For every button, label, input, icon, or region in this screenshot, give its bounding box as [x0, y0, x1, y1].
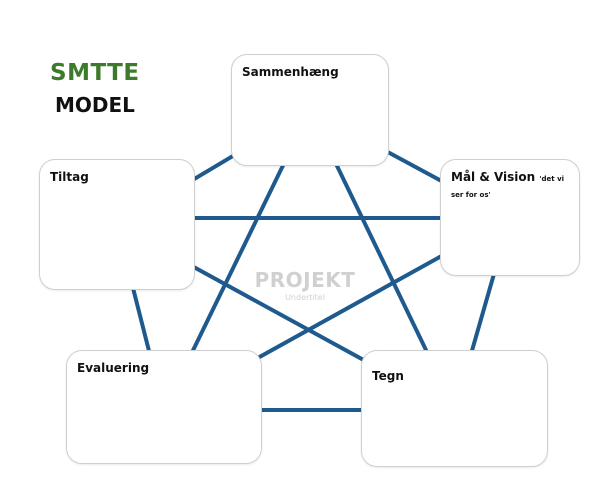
node-tegn[interactable]: Tegn	[361, 350, 548, 467]
node-maal-vision-sublabel: 'det vi ser for os'	[451, 175, 565, 199]
model-title-smtte: SMTTE	[50, 60, 140, 86]
node-evaluering-label: Evaluering	[77, 361, 150, 375]
node-tiltag-label: Tiltag	[50, 170, 89, 184]
node-maal-vision-label: Mål & Vision 'det vi ser for os'	[451, 170, 569, 202]
model-title-model: MODEL	[55, 93, 135, 117]
node-maal-vision-title: Mål & Vision	[451, 170, 536, 184]
node-maal-vision[interactable]: Mål & Vision 'det vi ser for os'	[440, 159, 580, 276]
node-sammenhaeng-label: Sammenhæng	[242, 65, 339, 79]
node-sammenhaeng[interactable]: Sammenhæng	[231, 54, 389, 166]
center-project-subtitle: Undertitel	[285, 293, 325, 302]
node-evaluering[interactable]: Evaluering	[66, 350, 262, 464]
center-project-title: PROJEKT	[254, 268, 356, 292]
node-tiltag[interactable]: Tiltag	[39, 159, 195, 290]
node-tegn-label: Tegn	[372, 369, 404, 383]
